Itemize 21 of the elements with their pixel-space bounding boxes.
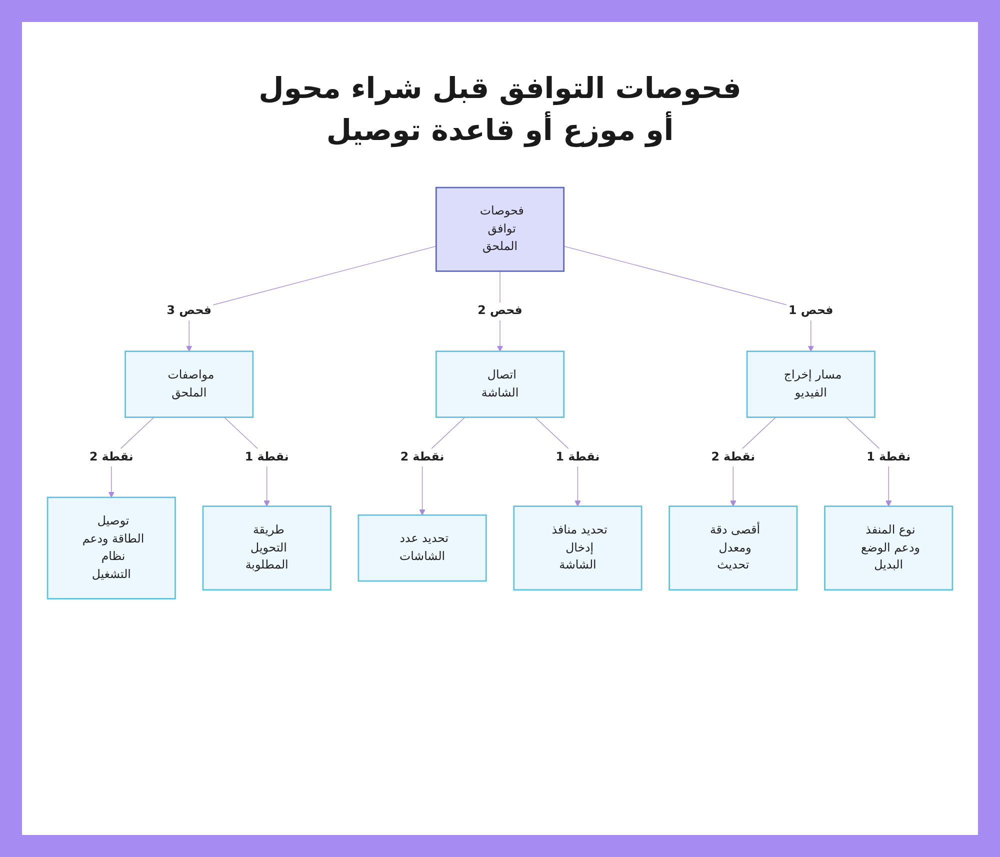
edge-label: نقطة 1: [556, 450, 600, 464]
edge-label: نقطة 1: [866, 450, 911, 464]
node-box: تحديد عدد الشاشات: [358, 514, 487, 582]
arrow: [186, 246, 436, 352]
node-box: تحديد منافذ إدخال الشاشة: [513, 506, 642, 591]
node-box: توصيل الطاقة ودعم نظام التشغيل: [46, 496, 176, 600]
node-box: أقصى دقة ومعدل تحديث: [668, 506, 798, 591]
node-box: اتصال الشاشة: [435, 350, 565, 418]
edge-label: نقطة 1: [244, 450, 289, 464]
node-box: مواصفات الملحق: [124, 350, 254, 418]
edge-label: فحص 1: [788, 304, 834, 318]
node-box: نوع المنفذ ودعم الوضع البديل: [824, 506, 954, 591]
node-box: فحوصات توافق الملحق: [435, 186, 565, 272]
edge-label: نقطة 2: [711, 450, 756, 464]
edge-label: نقطة 2: [400, 450, 444, 464]
edge-label: فحص 2: [478, 304, 522, 318]
diagram-title: فحوصات التوافق قبل شراء محول أو موزع أو قاعدة توصيل: [258, 70, 742, 150]
node-box: مسار إخراج الفيديو: [746, 350, 876, 418]
edge-label: فحص 3: [166, 304, 212, 318]
node-box: طريقة التحويل المطلوبة: [202, 506, 332, 591]
edge-label: نقطة 2: [89, 450, 134, 464]
